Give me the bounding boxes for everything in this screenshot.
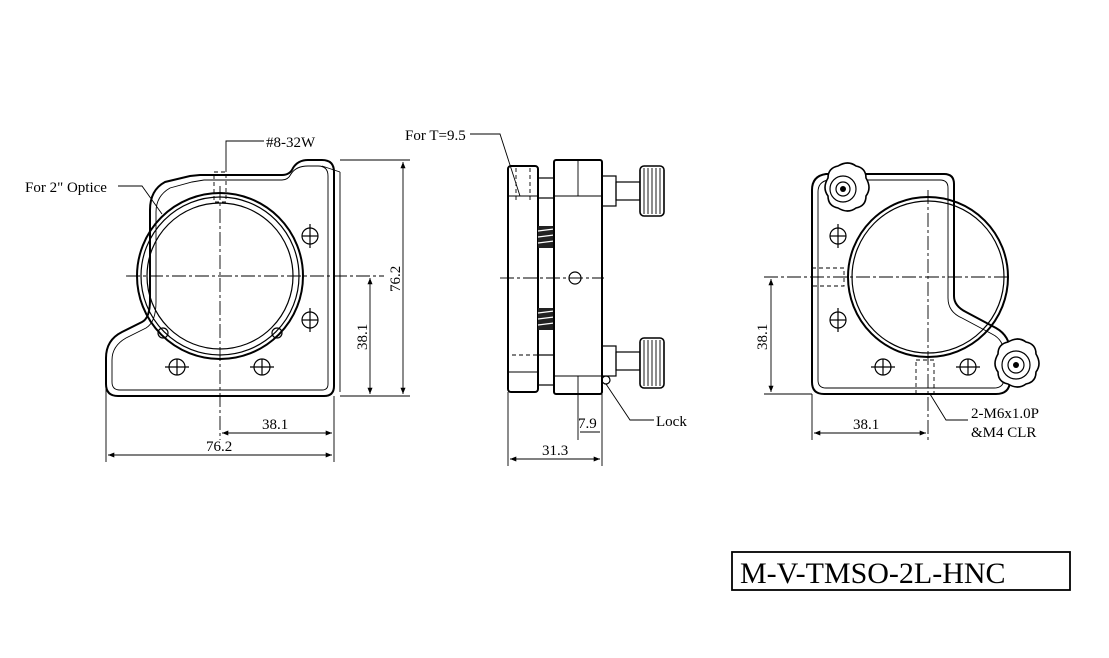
front-mount-body	[105, 159, 335, 397]
side-knob-offset-dim: 7.9	[578, 416, 597, 432]
front-slot-bottom-right	[250, 358, 274, 376]
side-lock-label: Lock	[656, 414, 687, 430]
back-center-width-dim: 38.1	[853, 417, 879, 433]
back-slot-mid-left	[829, 308, 847, 332]
front-center-height-dim: 38.1	[355, 324, 371, 350]
back-knob-bottom-right	[994, 338, 1040, 388]
back-slot-bottom-left	[871, 358, 895, 376]
front-thread-label: #8-32W	[266, 135, 316, 151]
side-knob-bottom	[639, 337, 665, 389]
back-view: 38.1 38.1 2-M6x1.0P &M4 CLR	[755, 162, 1040, 441]
side-lock-screw	[601, 375, 611, 385]
side-back-plate	[507, 165, 539, 393]
side-spring-top	[537, 226, 555, 248]
back-slot-bottom-right	[956, 358, 980, 376]
front-width-dim: 76.2	[206, 439, 232, 455]
side-depth-dim: 31.3	[542, 443, 568, 459]
back-center-height-dim: 38.1	[755, 324, 771, 350]
front-center-width-dim: 38.1	[262, 417, 288, 433]
front-slot-mid-right	[301, 308, 319, 332]
side-thickness-label: For T=9.5	[405, 128, 466, 144]
front-optic-label: For 2" Optice	[25, 180, 107, 196]
back-knob-top-left	[824, 162, 870, 212]
side-spring-bottom	[537, 308, 555, 330]
side-view: For T=9.5 Lock 7.9 31.3	[405, 128, 687, 466]
front-view: #8-32W For 2" Optice 76.2 38.1 38.1 76.2	[25, 135, 410, 462]
model-number: M-V-TMSO-2L-HNC	[740, 557, 1006, 590]
back-tap-label-line1: 2-M6x1.0P	[971, 406, 1039, 422]
front-slot-top-right	[301, 224, 319, 248]
model-number-box: M-V-TMSO-2L-HNC	[731, 551, 1071, 591]
back-tap-label-line2: &M4 CLR	[971, 425, 1036, 441]
side-knob-top	[639, 165, 665, 217]
front-slot-bottom-left	[165, 358, 189, 376]
back-slot-top-left	[829, 224, 847, 248]
front-height-dim: 76.2	[388, 266, 404, 292]
